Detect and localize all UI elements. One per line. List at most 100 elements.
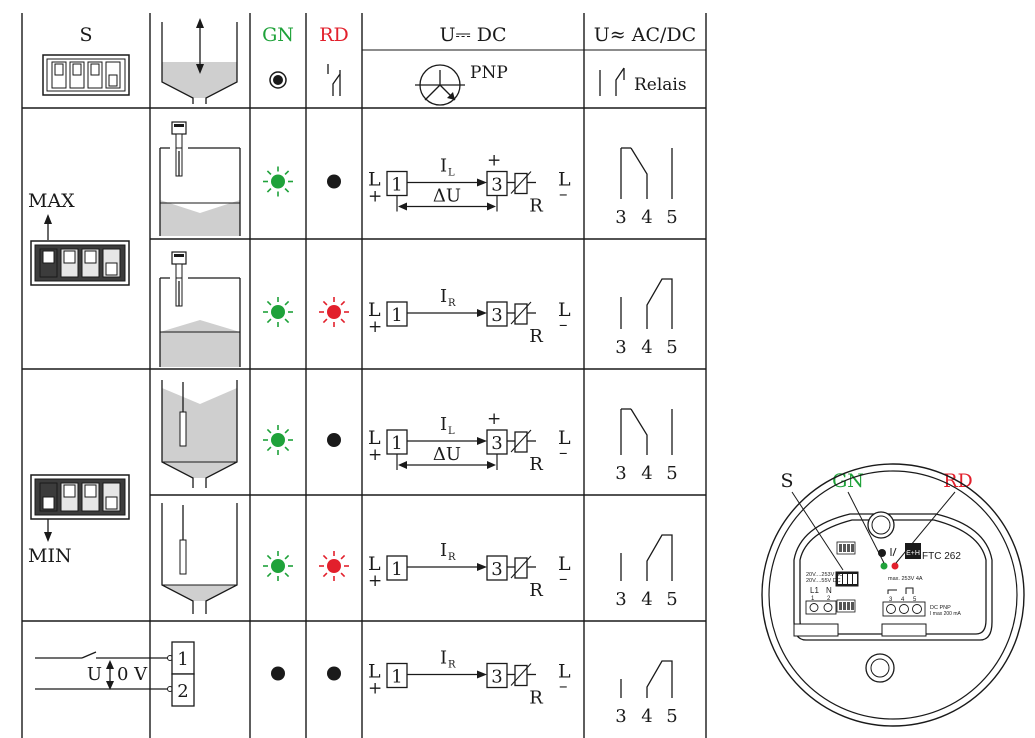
circuit-terminal-3: 3: [491, 175, 502, 196]
current-subscript: R: [448, 552, 456, 563]
device-terminal-2: 2: [827, 596, 831, 602]
circuit-minus: –: [559, 185, 568, 205]
circuit-l-left: L: [368, 661, 381, 683]
relay-terminal-3: 3: [615, 706, 626, 727]
tank-max-covered-icon: [159, 121, 241, 236]
relay-terminal-4: 4: [641, 463, 652, 484]
device-brand-logo: E+H: [906, 550, 920, 557]
level-change-icon: [161, 18, 238, 104]
led-red-min-free: [319, 551, 349, 581]
resistor-icon: [514, 557, 528, 579]
circuit-l-left: L: [368, 553, 381, 575]
device-front-view: S GN RD E+H F: [761, 463, 1025, 727]
current-arrow: [477, 563, 487, 571]
current-label: I: [440, 286, 447, 307]
test-voltage-u: U: [87, 664, 102, 685]
resistor-icon: [514, 431, 528, 453]
device-supply-dc: 20V....55V DC: [806, 578, 841, 584]
circuit-l-left: L: [368, 427, 381, 449]
min-label: MIN: [28, 545, 72, 567]
device-relay-5: 5: [913, 597, 917, 603]
table-grid: [21, 13, 707, 738]
device-label-s: S: [780, 470, 793, 492]
resistor-icon: [514, 303, 528, 325]
device-terminal-1: 1: [811, 596, 815, 602]
dip-switch-header-icon: [42, 54, 130, 96]
max-label: MAX: [28, 190, 75, 212]
resistor-icon: [514, 172, 528, 195]
relay-terminal-5: 5: [666, 207, 677, 228]
device-dc-pnp: DC PNP: [930, 605, 951, 611]
circuit-terminal-3: 3: [491, 667, 502, 688]
header-switch-label: S: [79, 24, 92, 46]
led-red-test: [327, 666, 341, 681]
pnp-transistor-icon: [415, 64, 465, 106]
circuit-resistor-label: R: [529, 196, 543, 217]
current-subscript: L: [448, 426, 455, 437]
circuit-plus: +: [368, 445, 382, 465]
led-red-max-full: [327, 174, 341, 189]
current-arrow: [477, 437, 487, 445]
circuit-resistor-label: R: [529, 454, 543, 475]
relay-terminal-5: 5: [666, 706, 677, 727]
relay-terminal-5: 5: [666, 589, 677, 610]
contact-symbol-icon: [327, 64, 341, 96]
current-label: I: [440, 414, 447, 435]
circuit-terminal-3: 3: [491, 559, 502, 580]
circuit-l-right: L: [558, 661, 571, 683]
delta-u-label: ΔU: [433, 186, 461, 207]
circuit-minus: –: [559, 315, 568, 335]
current-label: I: [440, 648, 447, 669]
circuit-plus: +: [368, 679, 382, 699]
circuit-terminal-3: 3: [491, 305, 502, 326]
device-terminal-l1: L1: [810, 586, 819, 595]
dip-switch-min-icon: [30, 474, 130, 520]
tank-min-covered-icon: [161, 380, 238, 488]
circuit-resistor-label: R: [529, 326, 543, 347]
device-relay-3: 3: [889, 597, 893, 603]
device-model: FTC 262: [922, 551, 961, 562]
tank-max-free-icon: [159, 251, 241, 367]
tank-min-free-icon: [161, 503, 238, 614]
header-dc-label: U⎓ DC: [440, 24, 507, 46]
relay-terminal-3: 3: [615, 337, 626, 358]
relay-terminal-3: 3: [615, 463, 626, 484]
dip-switch-max-icon: [30, 240, 130, 286]
circuit-l-right: L: [558, 299, 571, 321]
led-green-test: [271, 666, 285, 681]
current-subscript: R: [448, 660, 456, 671]
circuit-terminal-1: 1: [391, 559, 402, 580]
device-imax: I max 200 mA: [930, 611, 962, 617]
circuit-terminal-1: 1: [391, 433, 402, 454]
circuit-plus: +: [368, 317, 382, 337]
delta-plus: +: [487, 409, 501, 429]
circuit-l-right: L: [558, 169, 571, 191]
relay-terminal-5: 5: [666, 337, 677, 358]
relay-terminal-3: 3: [615, 589, 626, 610]
circuit-terminal-3: 3: [491, 433, 502, 454]
relay-symbol-icon: [599, 67, 625, 96]
header-green-label: GN: [262, 24, 294, 46]
test-terminal-1: 1: [177, 649, 188, 670]
circuit-minus: –: [559, 569, 568, 589]
header-relay-label: Relais: [634, 75, 687, 95]
relay-terminal-4: 4: [641, 337, 652, 358]
device-relay-4: 4: [901, 597, 905, 603]
circuit-l-right: L: [558, 553, 571, 575]
circuit-plus: +: [368, 187, 382, 207]
relay-terminal-4: 4: [641, 207, 652, 228]
device-terminal-n: N: [826, 586, 832, 595]
device-supply-ac: 20V....253V AC: [806, 572, 843, 578]
header-red-label: RD: [319, 24, 349, 46]
device-max-rating: max. 253V 4A: [888, 576, 923, 582]
header-pnp-label: PNP: [470, 63, 508, 83]
header-acdc-label: U≈ AC/DC: [594, 24, 696, 46]
